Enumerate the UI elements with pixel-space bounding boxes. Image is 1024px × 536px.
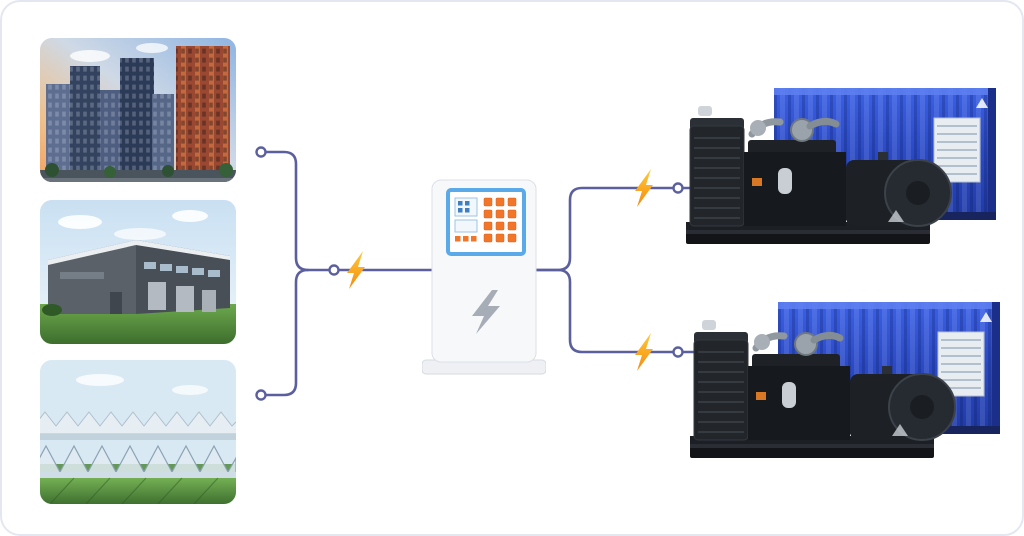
- warehouse-group: [48, 240, 230, 314]
- diesel-generator-1: [682, 82, 1000, 258]
- lightning-icon: [635, 333, 653, 371]
- building-group: [46, 46, 230, 176]
- wire-to-genset-2: [534, 268, 706, 354]
- crop-rows: [49, 477, 219, 504]
- diesel-generator-2: [686, 296, 1004, 472]
- greenhouse-scene: [40, 360, 236, 504]
- trees: [45, 163, 233, 178]
- radiator: [693, 339, 749, 441]
- cabinet-graphic: [422, 179, 546, 375]
- genset-engine: [690, 320, 956, 458]
- greenhouse-group: [40, 411, 236, 479]
- connector-node: [672, 346, 684, 358]
- connector-node: [255, 146, 267, 158]
- genset-graphic: [686, 88, 996, 244]
- wire-consumer-top: [264, 150, 340, 272]
- cabinet-screen: [446, 188, 526, 256]
- consumer-residential-photo: [40, 38, 236, 182]
- genset-graphic: [690, 302, 1000, 458]
- connector-node: [672, 182, 684, 194]
- connector-node: [328, 264, 340, 276]
- lightning-icon: [347, 251, 365, 289]
- radiator: [689, 125, 745, 227]
- ats-control-cabinet: [422, 178, 546, 378]
- residential-scene: [40, 38, 236, 182]
- genset-engine: [686, 106, 952, 244]
- wire-consumer-bottom: [264, 268, 310, 397]
- connector-node: [255, 389, 267, 401]
- cabinet-buttons: [483, 197, 517, 243]
- brand-logo-icon: [472, 290, 500, 334]
- consumer-greenhouse-photo: [40, 360, 236, 504]
- wire-to-genset-1: [534, 186, 706, 272]
- consumer-industrial-photo: [40, 200, 236, 344]
- lightning-icon: [635, 169, 653, 207]
- industrial-scene: [40, 200, 236, 344]
